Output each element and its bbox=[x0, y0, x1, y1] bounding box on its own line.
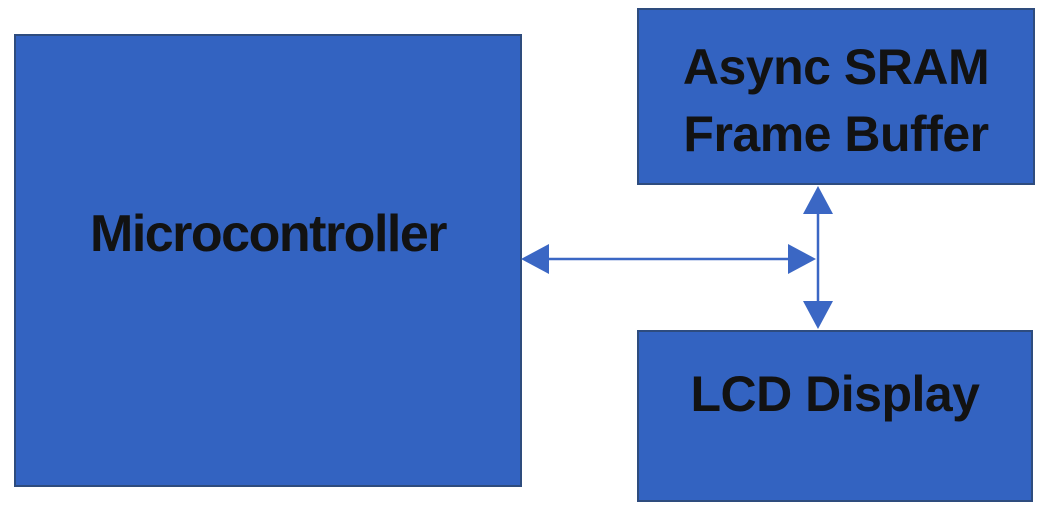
node-async-sram-frame-buffer: Async SRAM Frame Buffer bbox=[637, 8, 1035, 185]
node-sram-label-line1: Async SRAM bbox=[682, 38, 990, 95]
node-sram-label-line2: Frame Buffer bbox=[683, 105, 989, 162]
arrowhead-right-icon bbox=[788, 244, 816, 274]
node-lcd-display: LCD Display bbox=[637, 330, 1033, 502]
node-async-sram-frame-buffer-label: Async SRAM Frame Buffer bbox=[682, 34, 990, 168]
double-arrow-vertical bbox=[803, 186, 833, 329]
double-arrow-horizontal bbox=[521, 244, 816, 274]
arrowhead-up-icon bbox=[803, 186, 833, 214]
node-lcd-display-label: LCD Display bbox=[690, 365, 980, 422]
arrowhead-left-icon bbox=[521, 244, 549, 274]
arrowhead-down-icon bbox=[803, 301, 833, 329]
node-microcontroller: Microcontroller bbox=[14, 34, 522, 487]
node-microcontroller-label: Microcontroller bbox=[90, 204, 448, 263]
